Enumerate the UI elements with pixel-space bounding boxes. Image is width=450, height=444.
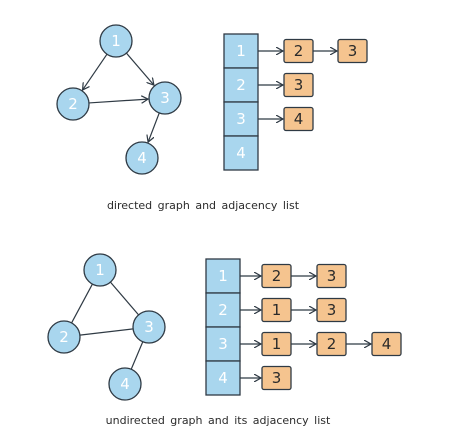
directed-list-cell-label-4: 4 bbox=[236, 144, 246, 162]
directed-list-cell-2 bbox=[223, 67, 259, 103]
directed-list-item-label-3-4: 4 bbox=[294, 110, 304, 128]
undirected-list-item-label-2-1: 1 bbox=[272, 301, 282, 319]
directed-node-4 bbox=[125, 141, 159, 175]
undirected-node-2 bbox=[47, 320, 81, 354]
directed-node-3 bbox=[148, 81, 182, 115]
undirected-node-label-2: 2 bbox=[59, 328, 69, 346]
undirected-list-cell-1 bbox=[205, 258, 241, 294]
undirected-list-item-1-3 bbox=[316, 263, 347, 289]
directed-list-cell-1 bbox=[223, 33, 259, 69]
directed-list-item-1-3 bbox=[337, 38, 368, 64]
directed-list-item-label-2-3: 3 bbox=[294, 76, 304, 94]
undirected-list-cell-4 bbox=[205, 360, 241, 396]
undirected-node-3 bbox=[132, 310, 166, 344]
undirected-list-cell-label-4: 4 bbox=[218, 369, 228, 387]
directed-node-1 bbox=[99, 24, 133, 58]
directed-list-item-label-1-3: 3 bbox=[348, 42, 358, 60]
directed-node-label-1: 1 bbox=[111, 32, 121, 50]
undirected-list-cell-3 bbox=[205, 326, 241, 362]
undirected-node-4 bbox=[108, 367, 142, 401]
undirected-adjacency-list: 1 2 3 2 1 3 3 1 2 4 4 3 bbox=[205, 258, 402, 396]
directed-node-label-3: 3 bbox=[160, 89, 170, 107]
directed-edge-1-3 bbox=[125, 52, 153, 85]
undirected-list-item-label-3-4: 4 bbox=[382, 335, 392, 353]
undirected-edge-3-4 bbox=[130, 341, 144, 370]
undirected-list-item-label-1-3: 3 bbox=[327, 267, 337, 285]
undirected-graph: 1 2 3 4 bbox=[47, 253, 166, 401]
directed-node-label-4: 4 bbox=[137, 149, 147, 167]
directed-edge-3-4 bbox=[148, 112, 160, 142]
undirected-node-label-4: 4 bbox=[120, 375, 130, 393]
undirected-list-cell-label-3: 3 bbox=[218, 335, 228, 353]
undirected-edge-2-3 bbox=[79, 328, 134, 336]
undirected-edge-1-3 bbox=[109, 281, 140, 316]
directed-node-label-2: 2 bbox=[68, 95, 78, 113]
undirected-list-item-3-4 bbox=[371, 331, 402, 357]
undirected-node-label-3: 3 bbox=[144, 318, 154, 336]
undirected-caption: undirected graph and its adjacency list bbox=[106, 414, 331, 427]
directed-list-item-3-4 bbox=[283, 106, 314, 132]
directed-list-item-2-3 bbox=[283, 72, 314, 98]
undirected-list-item-label-4-3: 3 bbox=[272, 369, 282, 387]
undirected-list-item-4-3 bbox=[261, 365, 292, 391]
directed-adjacency-list: 1 2 3 2 3 3 4 4 bbox=[223, 33, 368, 171]
directed-list-cell-label-1: 1 bbox=[236, 42, 246, 60]
directed-graph: 1 2 3 4 bbox=[56, 24, 182, 175]
undirected-list-item-2-3 bbox=[316, 297, 347, 323]
undirected-list-item-label-3-1: 1 bbox=[272, 335, 282, 353]
directed-list-cell-3 bbox=[223, 101, 259, 137]
undirected-list-cell-label-1: 1 bbox=[218, 267, 228, 285]
directed-edge-1-2 bbox=[83, 53, 108, 90]
undirected-node-label-1: 1 bbox=[95, 261, 105, 279]
directed-caption: directed graph and adjacency list bbox=[107, 199, 300, 212]
directed-list-cell-label-3: 3 bbox=[236, 110, 246, 128]
directed-node-2 bbox=[56, 87, 90, 121]
undirected-edge-1-2 bbox=[71, 283, 93, 324]
directed-list-item-label-1-2: 2 bbox=[294, 42, 304, 60]
undirected-list-cell-label-2: 2 bbox=[218, 301, 228, 319]
undirected-list-item-label-2-3: 3 bbox=[327, 301, 337, 319]
directed-list-cell-label-2: 2 bbox=[236, 76, 246, 94]
undirected-list-item-label-1-2: 2 bbox=[272, 267, 282, 285]
directed-list-cell-4 bbox=[223, 135, 259, 171]
directed-edge-2-3 bbox=[88, 99, 148, 104]
undirected-node-1 bbox=[83, 253, 117, 287]
undirected-list-item-label-3-2: 2 bbox=[327, 335, 337, 353]
